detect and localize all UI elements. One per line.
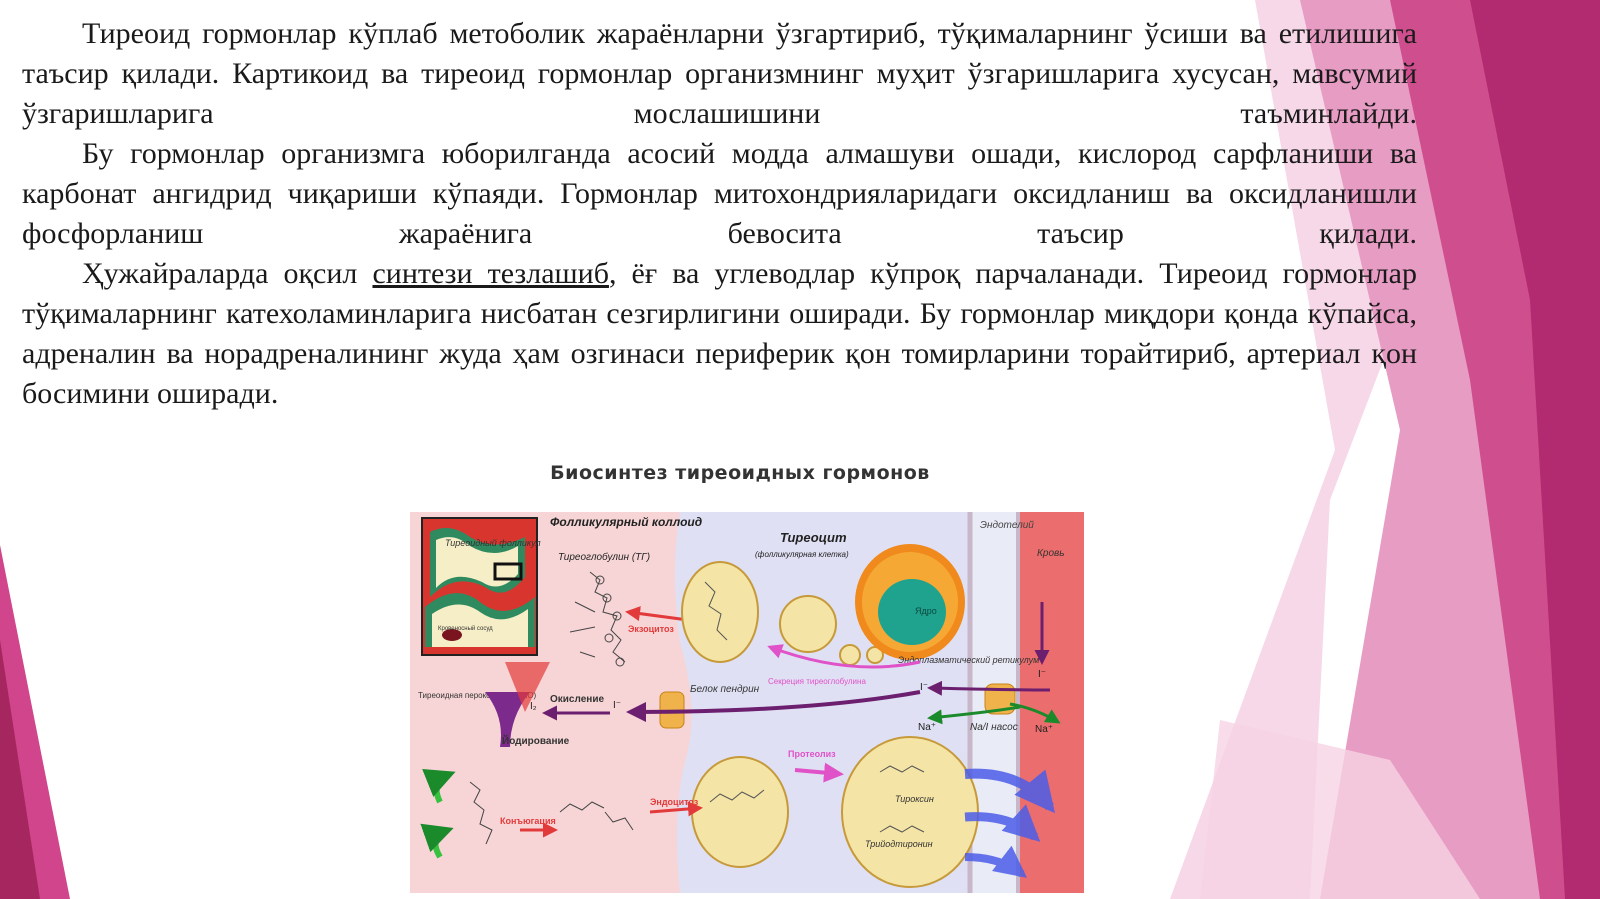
paragraph-2: Бу гормонлар организмга юборилганда асос…	[22, 137, 1417, 250]
tg-vesicle-large	[779, 595, 837, 653]
iodide-label-cell: I⁻	[920, 682, 928, 693]
thyroxine-label: Тироксин	[895, 794, 934, 804]
tpo-label: Тиреоидная пероксидаза (ТПО)	[418, 691, 537, 700]
thyrocyte-label: Тиреоцит	[780, 530, 847, 545]
triiodothyronine-label: Трийодтиронин	[865, 839, 933, 849]
paragraph-1: Тиреоид гормонлар кўплаб метоболик жараё…	[22, 17, 1417, 130]
thyrocyte-sub-label: (фолликулярная клетка)	[755, 550, 849, 559]
tg-secretion-label: Секреция тиреоглобулина	[768, 677, 866, 686]
na-label-right: Na⁺	[1035, 724, 1053, 735]
nucleus: Ядро	[855, 544, 965, 660]
iodide-label-blood: I⁻	[1038, 669, 1046, 680]
thyroid-biosynthesis-diagram: Тиреоидный фолликул Кровеносный сосуд Фо…	[410, 512, 1084, 893]
nucleus-label: Ядро	[915, 606, 937, 616]
vesicle-hormones	[841, 736, 979, 888]
figure-title: Биосинтез тиреоидных гормонов	[550, 462, 930, 484]
follicular-colloid-label: Фолликулярный коллоид	[550, 515, 702, 529]
endothelium-label: Эндотелий	[980, 520, 1034, 531]
conjugation-label: Конъюгация	[500, 816, 556, 826]
body-text: Тиреоид гормонлар кўплаб метоболик жараё…	[22, 14, 1417, 414]
paragraph-3-start: Ҳужайраларда оқсил	[82, 257, 373, 290]
conjugation-molecules	[469, 781, 634, 845]
blood-label: Кровь	[1037, 548, 1065, 559]
oxidation-label: Окисление	[550, 694, 604, 705]
paragraph-3: Ҳужайраларда оқсил синтези тезлашиб, ёғ …	[22, 254, 1417, 414]
vesicle-top	[681, 561, 759, 663]
synthesis-link[interactable]: синтези тезлашиб	[372, 257, 609, 290]
iodine-label: I₂	[530, 701, 537, 712]
iodide-label-colloid: I⁻	[613, 700, 621, 711]
er-label: Эндоплазматический ретикулум	[898, 655, 1039, 665]
hormone-molecules	[709, 765, 925, 833]
proteolysis-label: Протеолиз	[788, 749, 836, 759]
paragraph-3-end: , ёғ ва углеводлар кўпроқ парчаланади. Т…	[22, 257, 1417, 410]
exocytosis-label: Экзоцитоз	[628, 624, 674, 634]
na-label-left: Na⁺	[918, 722, 936, 733]
na-i-pump	[984, 683, 1016, 715]
pendrin-label: Белок пендрин	[690, 684, 760, 695]
thyroglobulin-molecule	[569, 571, 626, 667]
vesicle-lower	[691, 756, 789, 868]
thyroglobulin-label: Тиреоглобулин (ТГ)	[558, 551, 650, 563]
thyroid-follicle-label: Тиреоидный фолликул	[445, 538, 541, 548]
tg-vesicle-small-1	[839, 644, 861, 666]
follicle-inset: Тиреоидный фолликул Кровеносный сосуд	[421, 517, 541, 656]
tpo-enzyme	[485, 692, 530, 747]
endocytosis-label: Эндоцитоз	[650, 797, 699, 807]
tg-vesicle-small-2	[866, 646, 884, 664]
na-i-pump-label: Na/I насос	[970, 722, 1018, 733]
iodination-label: Йодирование	[502, 734, 570, 747]
blood-vessel-label: Кровеносный сосуд	[438, 625, 493, 632]
